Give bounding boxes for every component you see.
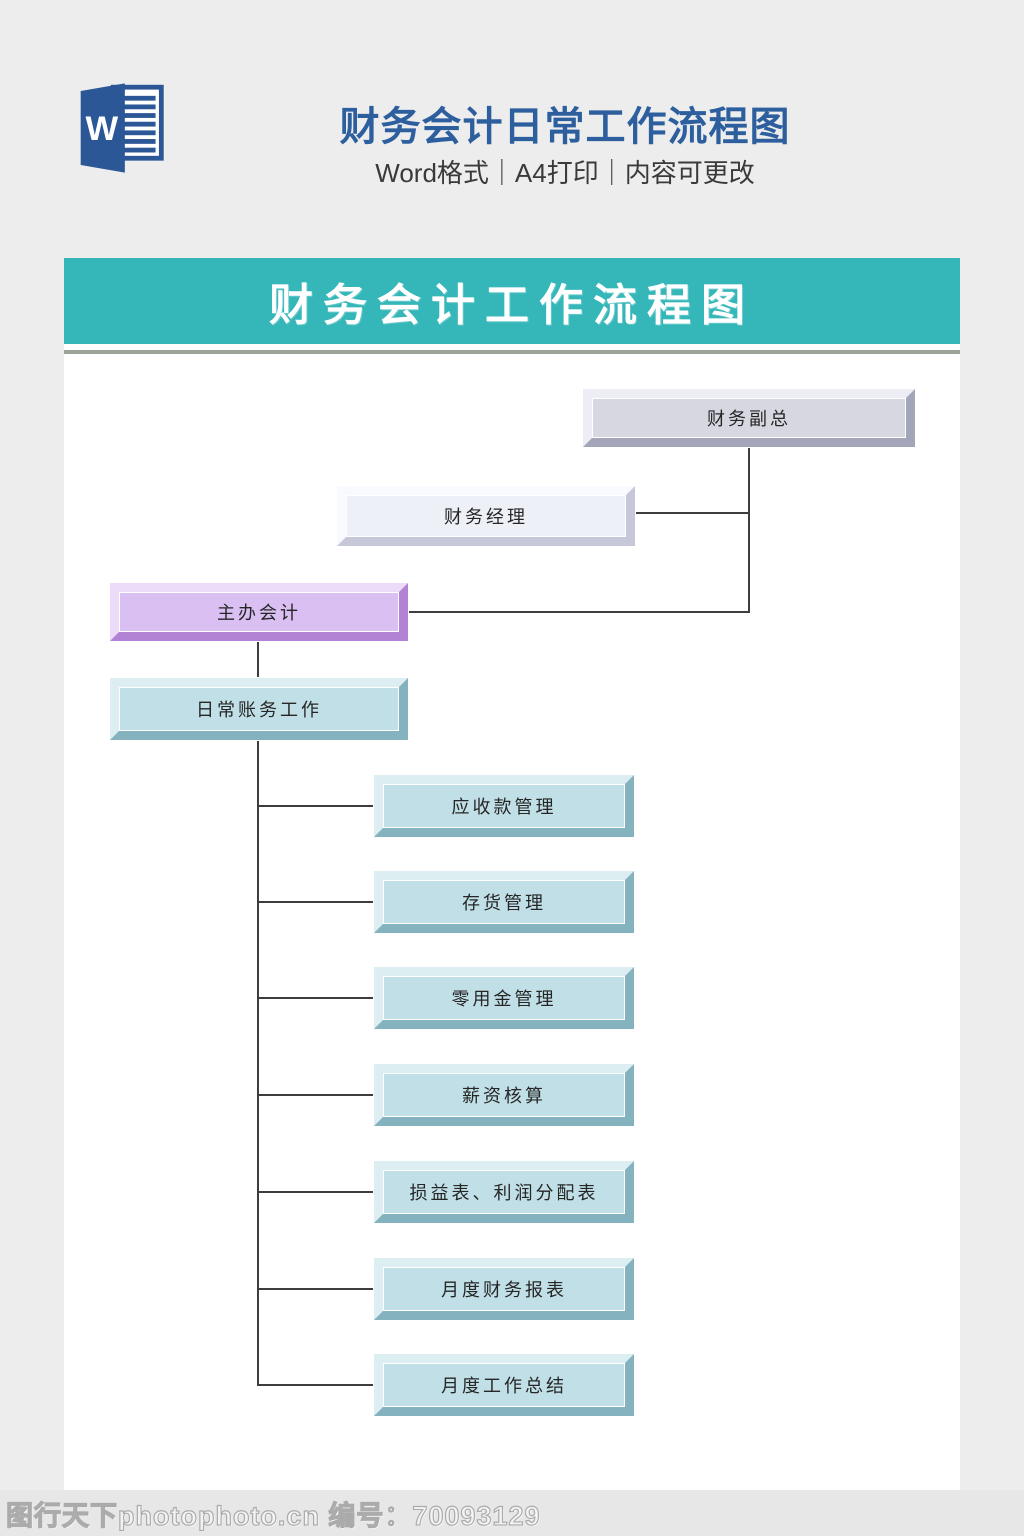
connector-chief-daily <box>257 641 259 678</box>
footer-bar: 图行天下photophoto.cn 编号：70093129 <box>0 1490 1024 1536</box>
node-monthly-summary: 月度工作总结 <box>373 1353 635 1417</box>
node-inventory-mgmt: 存货管理 <box>373 870 635 934</box>
connector-branch-7 <box>259 1384 374 1386</box>
node-receivables-mgmt: 应收款管理 <box>373 774 635 838</box>
banner-divider <box>64 350 960 354</box>
node-income-statement: 损益表、利润分配表 <box>373 1160 635 1224</box>
page-title: 财务会计日常工作流程图 <box>339 105 791 149</box>
node-finance-vp: 财务副总 <box>582 388 916 448</box>
connector-trunk <box>257 740 259 1386</box>
node-monthly-reports: 月度财务报表 <box>373 1257 635 1321</box>
node-finance-manager: 财务经理 <box>336 485 636 547</box>
connector-branch-6 <box>259 1288 374 1290</box>
connector-branch-4 <box>259 1094 374 1096</box>
flowchart-banner-title: 财务会计工作流程图 <box>64 258 960 344</box>
node-petty-cash-mgmt: 零用金管理 <box>373 966 635 1030</box>
page-subtitle: Word格式｜A4打印｜内容可更改 <box>375 158 755 188</box>
connector-chief-branch <box>408 611 750 613</box>
connector-vp-vertical <box>748 447 750 613</box>
word-letter: W <box>85 110 118 148</box>
word-logo-icon: W <box>73 82 169 174</box>
connector-branch-1 <box>259 805 374 807</box>
connector-branch-2 <box>259 901 374 903</box>
watermark-text: 图行天下photophoto.cn 编号：70093129 <box>5 1500 541 1531</box>
node-daily-accounting: 日常账务工作 <box>109 677 409 741</box>
connector-branch-5 <box>259 1191 374 1193</box>
node-payroll-accounting: 薪资核算 <box>373 1063 635 1127</box>
connector-branch-3 <box>259 997 374 999</box>
connector-manager-branch <box>635 512 748 514</box>
node-chief-accountant: 主办会计 <box>109 582 409 642</box>
